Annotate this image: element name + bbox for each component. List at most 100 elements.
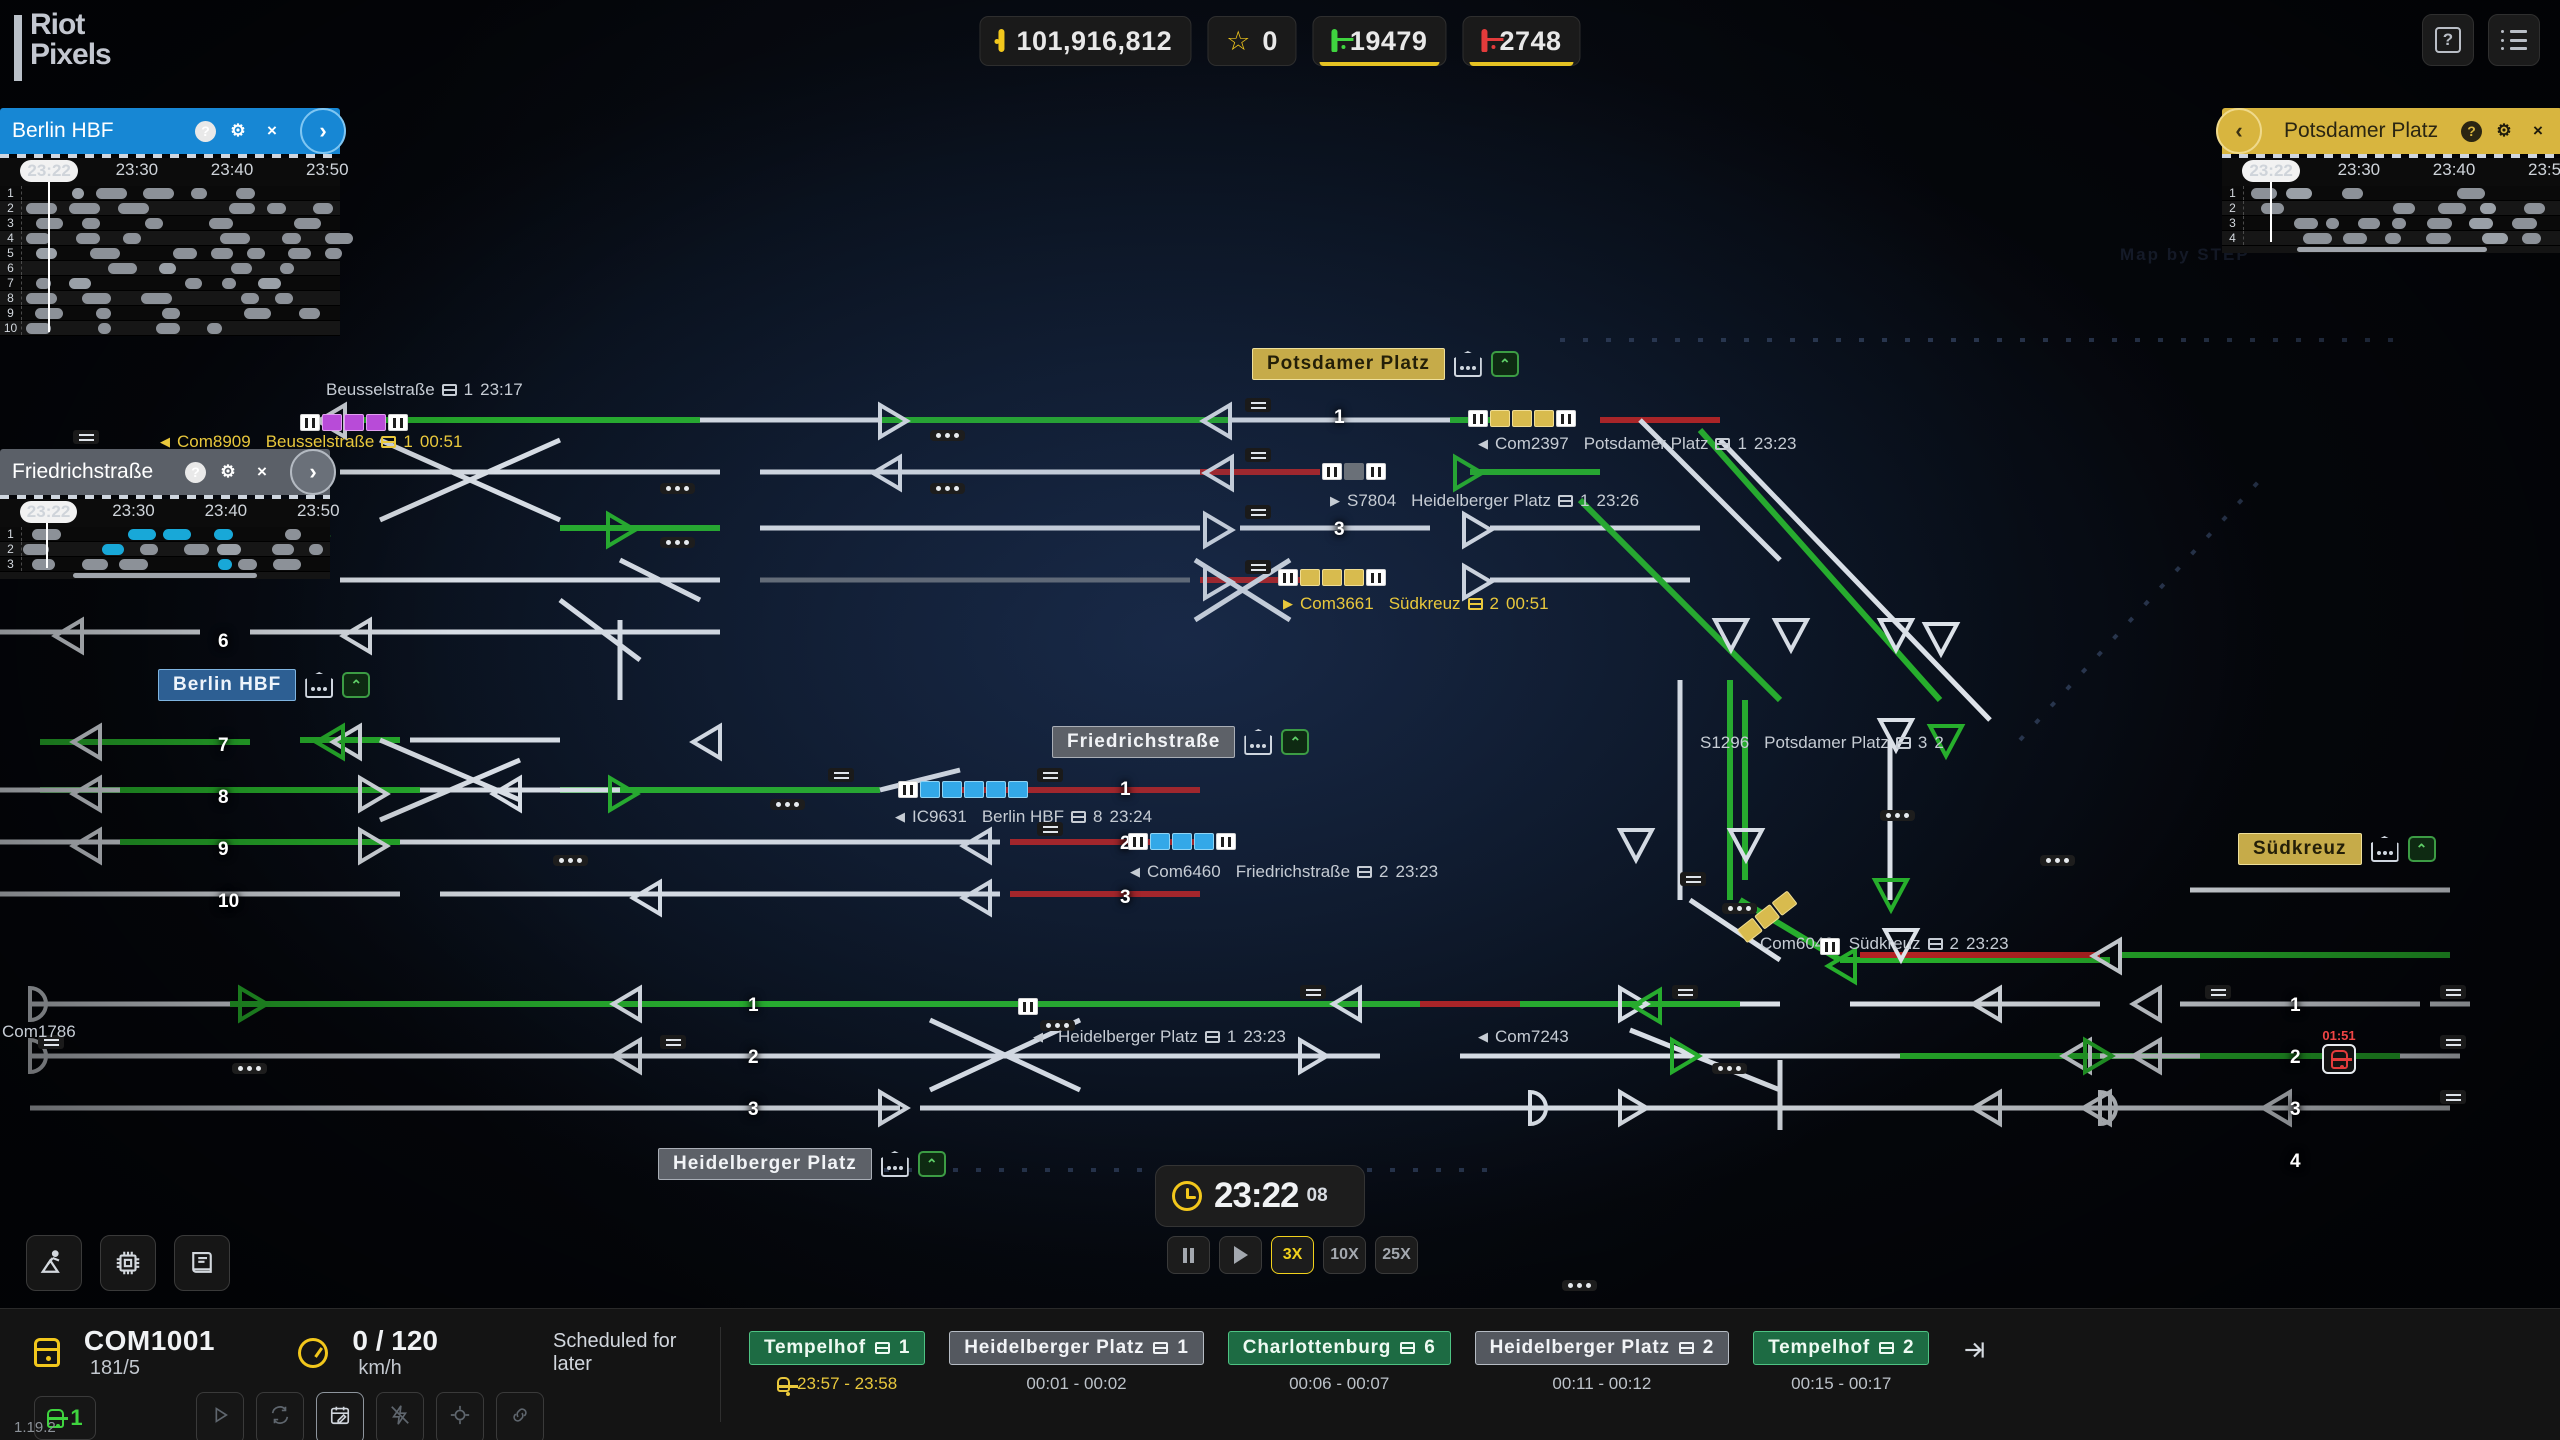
no-power-button[interactable]	[376, 1392, 424, 1440]
timetable-block[interactable]	[294, 218, 322, 229]
train-action-buttons[interactable]	[196, 1392, 544, 1440]
track-lane[interactable]	[22, 542, 330, 556]
station-badge-potsdamer-platz[interactable]: Potsdamer Platz⌃	[1252, 348, 1519, 380]
timetable-block[interactable]	[2343, 233, 2368, 244]
timetable-block[interactable]	[32, 559, 55, 570]
timetable-block[interactable]	[82, 293, 111, 304]
train-cars-com2397[interactable]	[1468, 410, 1576, 427]
station-building-icon[interactable]	[880, 1151, 909, 1177]
automation-tool-button[interactable]	[100, 1235, 156, 1291]
signal-plate[interactable]	[2440, 1090, 2466, 1104]
timetable-row[interactable]: 1	[0, 186, 340, 201]
chevron-up-icon[interactable]: ⌃	[917, 1151, 946, 1177]
signal-plate[interactable]	[2440, 985, 2466, 999]
timetable-row[interactable]: 3	[2222, 216, 2560, 231]
train-cars-heidelberger[interactable]	[1018, 998, 1038, 1015]
timetable-row[interactable]: 3	[0, 216, 340, 231]
timetable-block[interactable]	[2251, 188, 2278, 199]
speed-25x-button[interactable]: 25X	[1375, 1236, 1418, 1274]
help-icon[interactable]: ?	[195, 120, 216, 142]
construction-tool-button[interactable]	[26, 1235, 82, 1291]
timetable-row[interactable]: 1	[2222, 186, 2560, 201]
timetable-block[interactable]	[274, 293, 293, 304]
track-lane[interactable]	[2244, 186, 2560, 200]
timetable-block[interactable]	[68, 278, 92, 289]
timetable-block[interactable]	[81, 559, 109, 570]
panel-scrollbar[interactable]	[2222, 246, 2560, 253]
timetable-block[interactable]	[2326, 218, 2340, 229]
timetable-block[interactable]	[155, 323, 181, 334]
timetable-block[interactable]	[161, 308, 180, 319]
help-icon[interactable]: ?	[2461, 120, 2482, 142]
timetable-block[interactable]	[183, 544, 210, 555]
timetable-block[interactable]	[288, 248, 311, 259]
timetable-row[interactable]: 4	[2222, 231, 2560, 246]
track-lane[interactable]	[2244, 201, 2560, 215]
signal-plate[interactable]	[1245, 505, 1271, 519]
timetable-block[interactable]	[2522, 233, 2542, 244]
locate-button[interactable]	[436, 1392, 484, 1440]
panel-scrollbar[interactable]	[0, 572, 330, 579]
track-lane[interactable]	[22, 306, 340, 320]
timetable-block[interactable]	[2392, 203, 2416, 214]
ellipsis-marker[interactable]	[1562, 1280, 1597, 1291]
station-building-icon[interactable]	[1244, 729, 1273, 755]
station-building-icon[interactable]	[2370, 836, 2399, 862]
track-lane[interactable]	[22, 246, 342, 260]
help-icon[interactable]: ?	[185, 461, 206, 483]
timetable-block[interactable]	[184, 278, 202, 289]
top-right-buttons[interactable]: ?	[2422, 14, 2540, 66]
train-cars-s7804[interactable]	[1322, 463, 1386, 480]
gear-icon[interactable]: ⚙	[220, 462, 236, 481]
timetable-block[interactable]	[217, 544, 242, 555]
track-lane[interactable]	[2244, 231, 2560, 245]
hud-trains-delayed[interactable]: 2748	[1462, 16, 1581, 66]
timetable-block[interactable]	[2285, 188, 2313, 199]
timetable-block[interactable]	[89, 248, 120, 259]
timetable-block[interactable]	[96, 188, 127, 199]
gear-icon[interactable]: ⚙	[2496, 121, 2512, 140]
timetable-block[interactable]	[127, 529, 157, 540]
speed-3x-button[interactable]: 3X	[1271, 1236, 1314, 1274]
hud-stars[interactable]: ☆0	[1207, 16, 1297, 66]
panel-next-button[interactable]: ›	[300, 108, 346, 154]
timetable-block[interactable]	[122, 233, 141, 244]
timetable-row[interactable]: 6	[0, 261, 340, 276]
ellipsis-marker[interactable]	[660, 483, 695, 494]
timetable-block[interactable]	[140, 544, 159, 555]
signal-plate[interactable]	[2440, 1035, 2466, 1049]
timetable-block[interactable]	[280, 263, 294, 274]
station-label[interactable]: Südkreuz	[2238, 833, 2362, 865]
timetable-block[interactable]	[118, 559, 148, 570]
timetable-block[interactable]	[107, 263, 137, 274]
timetable-block[interactable]	[2302, 233, 2332, 244]
signal-plate[interactable]	[1672, 985, 1698, 999]
train-cars-ic9631[interactable]	[898, 781, 1028, 798]
speed-10x-button[interactable]: 10X	[1323, 1236, 1366, 1274]
timetable-block[interactable]	[26, 203, 57, 214]
timetable-block[interactable]	[236, 188, 256, 199]
timetable-block[interactable]	[210, 248, 234, 259]
timetable-block[interactable]	[76, 233, 101, 244]
timetable-block[interactable]	[222, 278, 236, 289]
timetable-row[interactable]: 4	[0, 231, 353, 246]
couple-button[interactable]	[496, 1392, 544, 1440]
timetable-block[interactable]	[238, 559, 257, 570]
signal-plate[interactable]	[660, 1035, 686, 1049]
timetable-block[interactable]	[214, 529, 233, 540]
timetable-block[interactable]	[141, 293, 172, 304]
station-badge-heidelberger-platz[interactable]: Heidelberger Platz⌃	[658, 1148, 946, 1180]
timetable-block[interactable]	[172, 248, 198, 259]
hud-trains-on-time[interactable]: 19479	[1312, 16, 1447, 66]
timetable-block[interactable]	[2392, 218, 2406, 229]
signal-plate[interactable]	[1680, 872, 1706, 886]
timetable-block[interactable]	[271, 544, 295, 555]
